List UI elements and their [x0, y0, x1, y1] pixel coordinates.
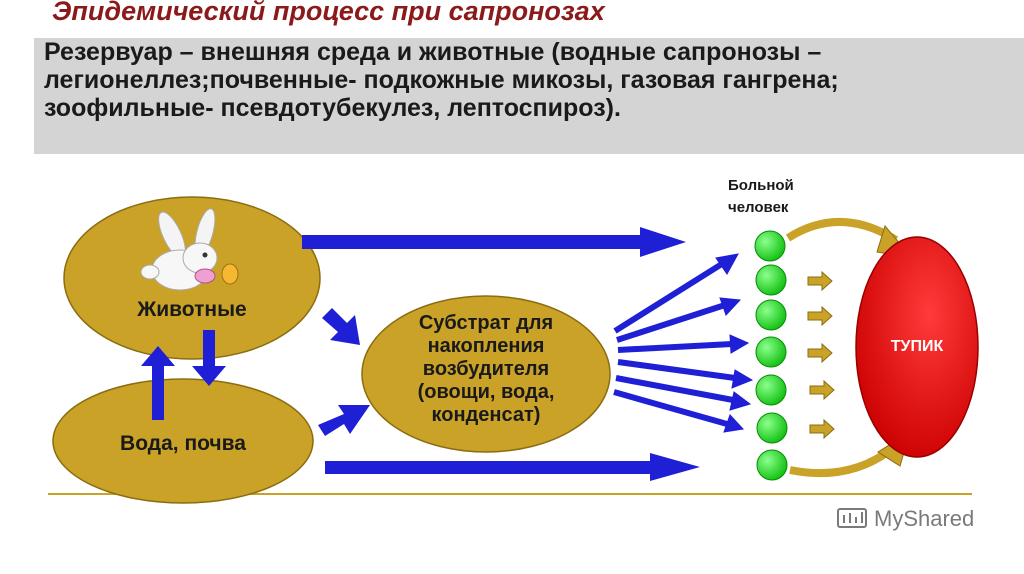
arrow-animals-to-person [302, 227, 686, 257]
dead-end-ellipse [855, 236, 979, 458]
substrate-label: Субстрат для накопления возбудителя (ово… [417, 312, 555, 426]
animals-label: Животные [137, 298, 247, 321]
substrate-ellipse [361, 295, 611, 453]
arrow-water-to-substrate [318, 405, 370, 436]
arrow-up-water-to-animals [141, 346, 175, 420]
watermark-text: MyShared [874, 506, 975, 531]
myshared-logo-icon [837, 508, 867, 528]
water-soil-ellipse [52, 378, 314, 504]
fan-arrows [613, 253, 754, 433]
description-panel [34, 38, 1024, 154]
description-text: Резервуар – внешняя среда и животные (во… [44, 38, 839, 122]
arrow-water-to-person [325, 453, 700, 481]
slide-title: Эпидемический процесс при сапронозах [52, 0, 605, 26]
sick-person-dots [754, 230, 788, 481]
arrow-down-animals-to-water [192, 330, 226, 386]
arrow-animals-to-substrate [322, 308, 360, 345]
sick-person-label: Больной человек [728, 177, 794, 216]
rabbit-icon [140, 208, 239, 291]
small-arrows [807, 270, 835, 440]
water-soil-label: Вода, почва [120, 432, 246, 455]
dead-end-label: ТУПИК [890, 338, 944, 355]
curve-arrow-top [785, 218, 899, 244]
